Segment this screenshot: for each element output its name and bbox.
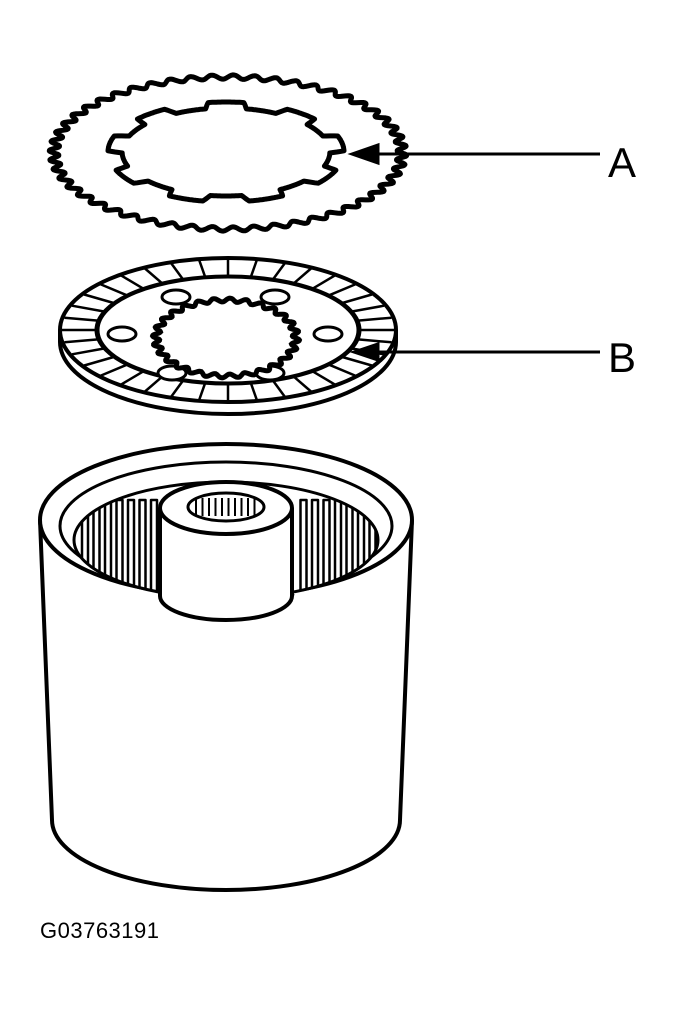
plate-b-segment-line — [341, 293, 373, 305]
drum-body — [38, 519, 414, 892]
plate-b-segment-line — [249, 259, 258, 278]
plate-b-segment-line — [341, 355, 373, 367]
plate-b-segment-line — [64, 338, 99, 344]
plate-b-segment-line — [351, 304, 385, 313]
friction-plate-a — [46, 72, 410, 234]
callout-a-label: A — [608, 139, 636, 186]
plate-b-segment-line — [328, 363, 356, 377]
plate-b-segment-line — [100, 363, 128, 377]
callout-a-arrowhead — [347, 142, 380, 166]
hub-body — [158, 508, 294, 622]
plate-b-segments — [62, 259, 394, 401]
callout-leaders — [347, 142, 600, 363]
drum-spline-rib — [138, 498, 147, 598]
plate-b-segment-line — [293, 267, 312, 285]
plate-b-segment-line — [198, 382, 207, 401]
plate-b-segment-line — [272, 262, 286, 281]
plate-b-segment-line — [357, 338, 392, 344]
drum-spline-rib — [126, 498, 136, 598]
callout-b-arrowhead — [349, 341, 380, 363]
plate-b-segment-line — [64, 316, 99, 322]
plate-b-segment-line — [71, 304, 105, 313]
drum-spline-rib — [322, 498, 331, 598]
plate-b-hole-4 — [312, 325, 344, 343]
plate-b-hole-3 — [106, 325, 138, 343]
drum-spline-rib — [115, 498, 124, 598]
plate-b-segment-line — [198, 259, 207, 278]
plate-b-segment-line — [312, 370, 336, 386]
plate-b-hole-1 — [160, 288, 192, 306]
plate-b-segment-line — [100, 283, 128, 297]
plate-b-segment-line — [170, 262, 184, 281]
steel-plate-b — [58, 256, 398, 416]
hub-bore-splines — [195, 498, 256, 516]
figure-code: G03763191 — [40, 918, 160, 943]
plate-b-segment-line — [71, 347, 105, 356]
plate-b-segment-line — [249, 382, 258, 401]
plate-b-segment-line — [144, 267, 163, 285]
drum-spline-rib — [310, 498, 320, 598]
plate-b-segment-line — [312, 274, 336, 290]
plate-b-segment-line — [293, 375, 312, 393]
plate-b-segment-line — [83, 293, 115, 305]
plate-b-segment-line — [357, 316, 392, 322]
plate-b-hole-2 — [259, 288, 291, 306]
plate-b-segment-line — [328, 283, 356, 297]
plate-b-segment-line — [120, 370, 144, 386]
plate-b-inner-splines — [149, 295, 303, 381]
callout-b-label: B — [608, 334, 636, 381]
drum-spline-rib — [149, 498, 159, 598]
plate-b-segment-line — [144, 375, 163, 393]
plate-b-segment-line — [120, 274, 144, 290]
drum-spline-rib — [299, 498, 308, 598]
plate-a-inner-splines — [105, 99, 347, 204]
plate-b-segment-line — [83, 355, 115, 367]
clutch-drum — [38, 442, 414, 892]
hub-bore — [186, 491, 266, 523]
plate-b-segment-line — [170, 379, 184, 398]
plate-b-segment-line — [272, 379, 286, 398]
